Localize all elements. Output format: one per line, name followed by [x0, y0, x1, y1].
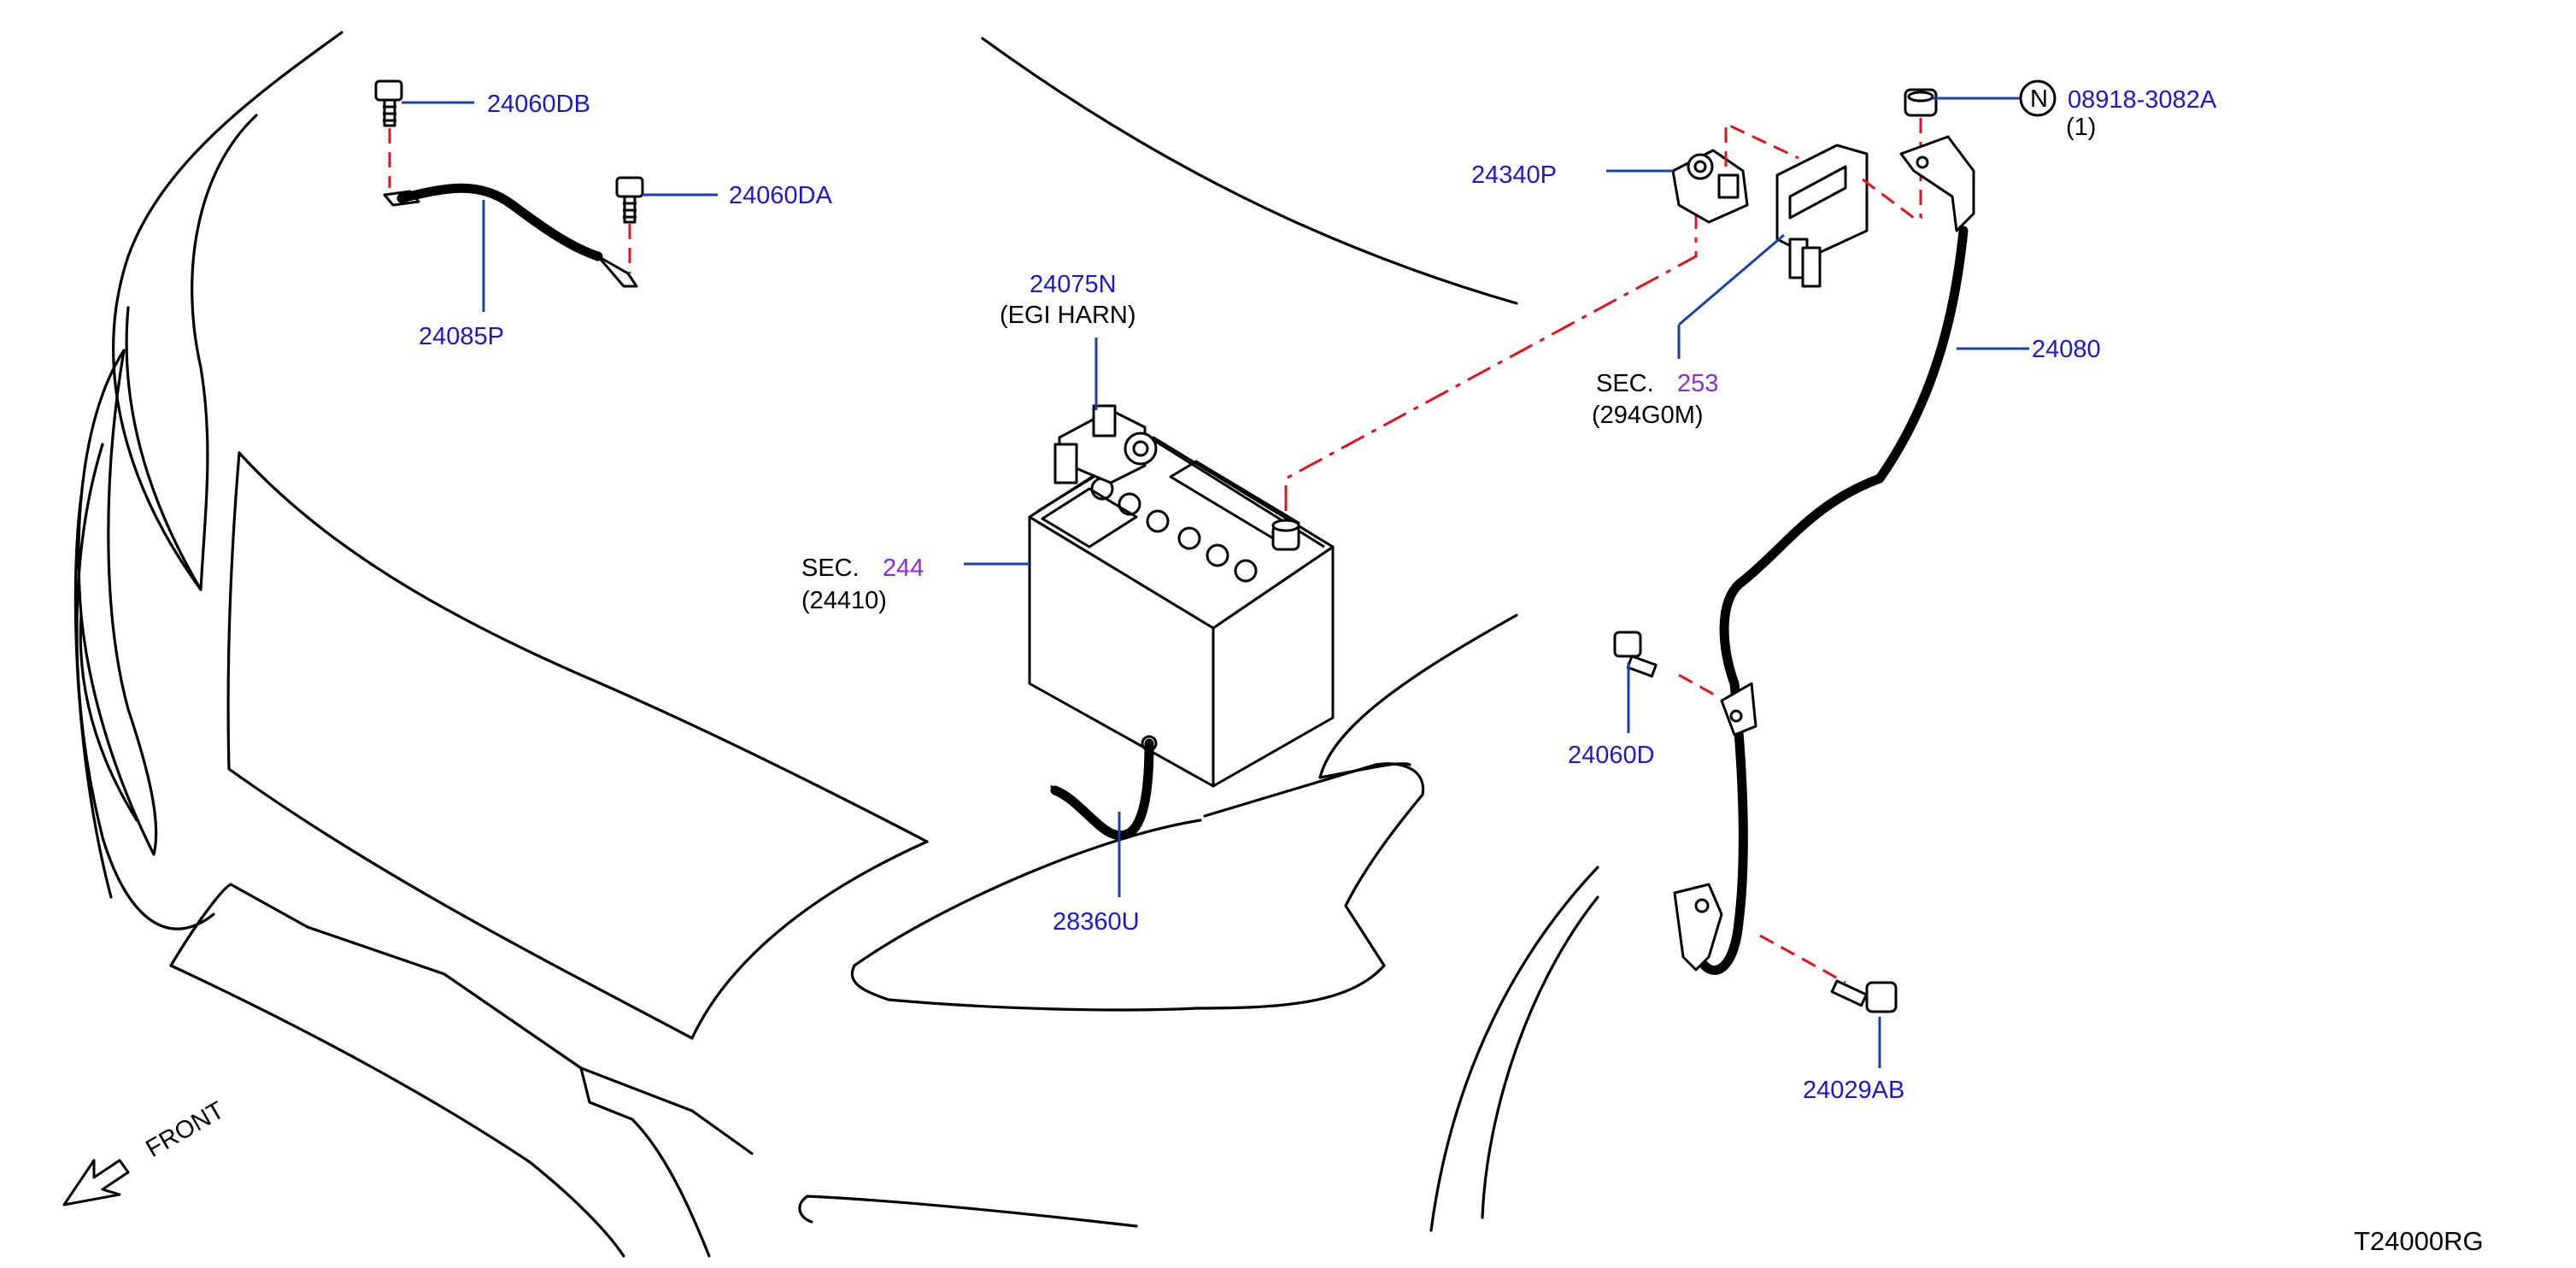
sec-244-prefix: SEC. — [801, 555, 860, 582]
front-label: FRONT — [142, 1096, 230, 1163]
negative-cable-group — [1606, 88, 2029, 1068]
sec-253-prefix: SEC. — [1596, 370, 1654, 397]
terminal-clamp-24340p-icon — [1671, 149, 1749, 224]
battery-current-sensor-icon — [1775, 144, 1869, 288]
sec-244-subpart: (24410) — [801, 587, 887, 614]
vehicle-body-outline — [73, 31, 1599, 1258]
part-label-24060d: 24060D — [1568, 742, 1655, 769]
sec-244-number[interactable]: 244 — [883, 555, 924, 582]
battery-illustration — [1028, 404, 1335, 840]
part-label-24340p: 24340P — [1471, 161, 1557, 189]
part-label-24060db: 24060DB — [487, 91, 590, 118]
sec-253-subpart: (294G0M) — [1592, 402, 1704, 429]
nut-08918-icon — [1904, 88, 1938, 117]
part-label-24080: 24080 — [2032, 336, 2101, 363]
bolt-24060db-icon — [374, 79, 403, 127]
bolt-24060d-icon — [1613, 631, 1658, 678]
diagram-code: T24000RG — [2354, 1226, 2484, 1256]
ground-cable-24085p-group — [374, 79, 718, 312]
part-label-24075n: 24075N — [1030, 271, 1117, 298]
sec-253-number[interactable]: 253 — [1677, 370, 1718, 397]
part-quantity-08918: (1) — [2066, 114, 2096, 141]
part-label-24060da: 24060DA — [729, 182, 833, 209]
bolt-24029ab-icon — [1830, 979, 1898, 1013]
front-direction-arrow — [62, 1159, 130, 1206]
harness-label-egi: (EGI HARN) — [1000, 302, 1136, 329]
part-label-24085p: 24085P — [419, 323, 504, 350]
part-label-24029ab: 24029AB — [1803, 1077, 1904, 1104]
new-part-badge: N — [2030, 85, 2048, 113]
part-label-08918-3082a: 08918-3082A — [2068, 86, 2217, 114]
bolt-24060da-icon — [615, 176, 644, 224]
part-label-28360u: 28360U — [1053, 908, 1140, 936]
new-part-badge-icon — [2019, 79, 2057, 117]
